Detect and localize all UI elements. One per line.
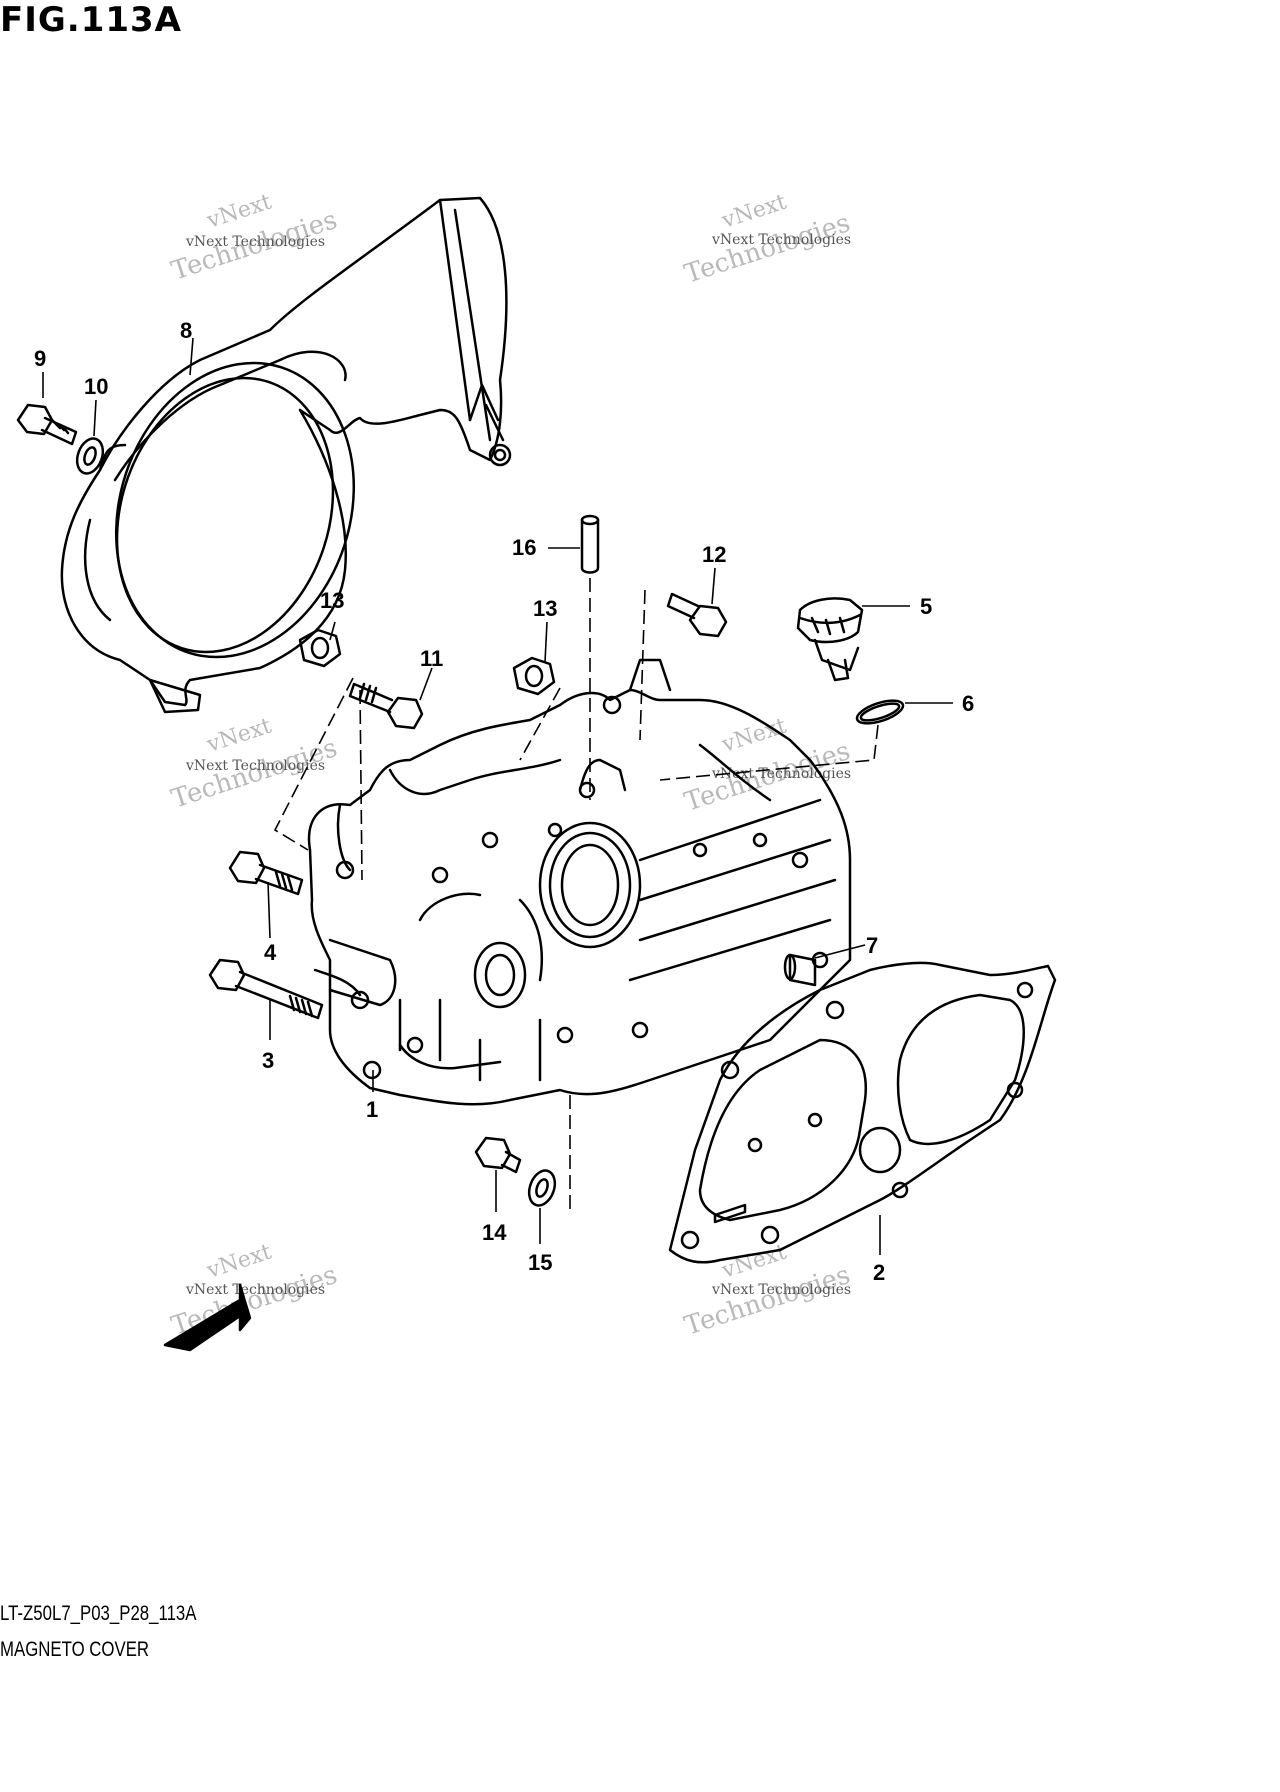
svg-text:vNext Technologies: vNext Technologies: [185, 758, 325, 774]
leader-13a: [329, 621, 336, 641]
callout-12: 12: [702, 542, 726, 567]
callout-labels: 8 9 10 13 11 13 16 12 5 6 7 4 3 1 14 15 …: [34, 318, 974, 1285]
part-8-magneto-cover: [60, 196, 512, 714]
svg-text:vNext: vNext: [718, 714, 790, 759]
guide-line: [359, 689, 363, 881]
callout-16: 16: [512, 535, 536, 560]
callout-5: 5: [920, 594, 932, 619]
part-3-long-bolt: [208, 958, 324, 1020]
part-13-nut: [298, 628, 342, 668]
svg-text:vNext: vNext: [203, 714, 275, 759]
part-5-filler-cap: [796, 597, 864, 682]
watermark: Technologies vNext vNext Technologies: [168, 190, 341, 287]
svg-text:vNext Technologies: vNext Technologies: [185, 1282, 325, 1298]
callout-6: 6: [962, 691, 974, 716]
callout-9: 9: [34, 346, 46, 371]
guide-line: [659, 724, 879, 781]
leader-13b: [544, 621, 548, 663]
callout-7: 7: [866, 933, 878, 958]
fwd-arrow-icon: [163, 1283, 252, 1352]
callout-3: 3: [262, 1048, 274, 1073]
watermark: Technologies vNext vNext Technologies: [681, 1240, 854, 1342]
svg-text:vNext Technologies: vNext Technologies: [711, 1282, 851, 1298]
callout-13-left: 13: [320, 588, 344, 613]
part-15-washer: [527, 1169, 557, 1207]
svg-text:vNext Technologies: vNext Technologies: [711, 232, 851, 248]
drawing-name: MAGNETO COVER: [0, 1638, 150, 1661]
part-13-nut: [512, 656, 556, 696]
callout-10: 10: [84, 374, 108, 399]
leader-10: [93, 399, 97, 437]
callout-4: 4: [264, 940, 277, 965]
callout-15: 15: [528, 1250, 552, 1275]
part-14-bolt: [474, 1136, 522, 1174]
part-12-bolt: [666, 592, 728, 638]
callout-2: 2: [873, 1260, 885, 1285]
leader-7: [814, 944, 866, 959]
callout-8: 8: [180, 318, 192, 343]
leader-11: [419, 667, 433, 701]
watermark: Technologies vNext vNext Technologies: [168, 714, 341, 815]
watermark: Technologies vNext vNext Technologies: [681, 714, 854, 818]
callout-1: 1: [366, 1097, 378, 1122]
guide-line: [273, 677, 354, 851]
part-10-washer: [75, 437, 105, 475]
part-6-o-ring: [855, 699, 905, 725]
svg-text:vNext: vNext: [203, 1240, 275, 1285]
leader-4: [267, 881, 271, 939]
callout-11: 11: [420, 646, 443, 671]
callout-14: 14: [482, 1220, 507, 1245]
svg-text:vNext: vNext: [718, 190, 790, 235]
callout-13-right: 13: [533, 596, 557, 621]
watermark: Technologies vNext vNext Technologies: [681, 190, 854, 290]
part-11-bolt: [348, 682, 424, 730]
svg-text:vNext: vNext: [718, 1240, 790, 1285]
svg-text:vNext Technologies: vNext Technologies: [185, 234, 325, 250]
leader-12: [711, 567, 716, 605]
part-9-bolt: [16, 403, 78, 446]
svg-text:Technologies: Technologies: [681, 1260, 854, 1342]
guide-line: [639, 589, 646, 741]
leader-8: [189, 337, 194, 376]
part-1-crankcase-cover: [307, 658, 852, 1106]
part-16-pin: [580, 514, 600, 574]
figure-title: FIG.113A: [0, 0, 182, 40]
guide-line: [519, 687, 561, 761]
part-7-dowel-pin: [783, 953, 817, 987]
part-4-bolt: [228, 850, 304, 896]
drawing-code: LT-Z50L7_P03_P28_113A: [0, 1602, 197, 1625]
part-2-gasket: [668, 961, 1057, 1264]
